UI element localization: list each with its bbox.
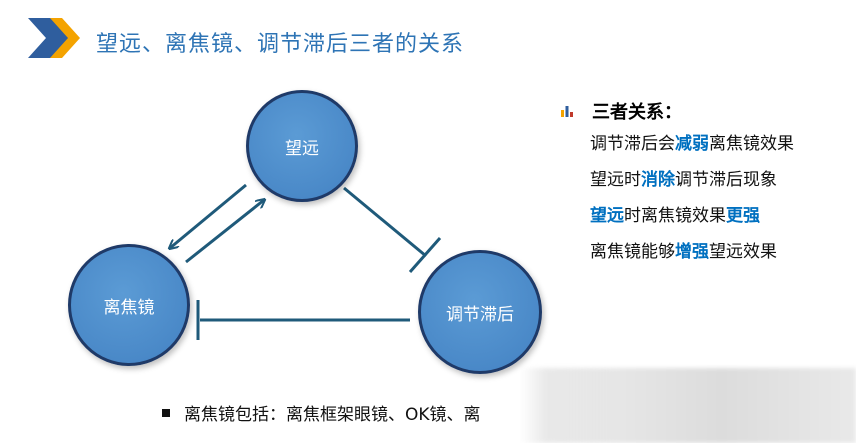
- relations-heading: 三者关系：: [592, 102, 682, 123]
- node-telescope-label: 望远: [285, 138, 319, 159]
- relation-text: 调节滞后会: [590, 134, 675, 154]
- relation-text: 调节滞后现象: [675, 170, 777, 190]
- square-bullet-icon: [162, 408, 170, 417]
- node-telescope: 望远: [246, 90, 358, 202]
- relation-highlight: 望远: [590, 206, 624, 226]
- node-defocus-lens-label: 离焦镜: [103, 297, 155, 318]
- bar-chart-bullet-icon: [561, 106, 573, 117]
- footer-row: 离焦镜包括：离焦框架眼镜、OK镜、离: [162, 400, 481, 425]
- arrow-telescope-to-defocus: [170, 183, 247, 248]
- node-defocus-lens: 离焦镜: [68, 244, 190, 366]
- node-accommodation-lag-label: 调节滞后: [446, 304, 514, 325]
- relation-text: 离焦镜效果: [709, 134, 794, 154]
- relation-line: 调节滞后会减弱离焦镜效果: [590, 126, 850, 162]
- relation-highlight: 消除: [641, 170, 675, 190]
- node-accommodation-lag: 调节滞后: [418, 250, 542, 374]
- relation-line: 望远时消除调节滞后现象: [590, 162, 850, 198]
- arrow-defocus-to-telescope: [185, 200, 264, 264]
- inhibit-telescope-accommodation: [343, 186, 427, 258]
- relation-text: 时离焦镜效果: [624, 206, 726, 226]
- relation-text: 望远效果: [709, 242, 777, 262]
- relations-heading-row: 三者关系：: [560, 96, 850, 126]
- relation-text: 离焦镜能够: [590, 242, 675, 262]
- relations-panel: 三者关系： 调节滞后会减弱离焦镜效果 望远时消除调节滞后现象 望远时离焦镜效果更…: [560, 96, 850, 270]
- chevron-arrow-icon: [28, 18, 80, 58]
- relation-highlight: 更强: [726, 206, 760, 226]
- relation-text: 望远时: [590, 170, 641, 190]
- relation-line: 望远时离焦镜效果更强: [590, 198, 850, 234]
- inhibit-bar-accommodation: [408, 237, 442, 273]
- relation-highlight: 减弱: [675, 134, 709, 154]
- blur-overlay: [520, 368, 856, 443]
- footer-text: 离焦镜包括：离焦框架眼镜、OK镜、离: [184, 405, 481, 425]
- relation-highlight: 增强: [675, 242, 709, 262]
- page-title: 望远、离焦镜、调节滞后三者的关系: [96, 32, 465, 57]
- relation-line: 离焦镜能够增强望远效果: [590, 234, 850, 270]
